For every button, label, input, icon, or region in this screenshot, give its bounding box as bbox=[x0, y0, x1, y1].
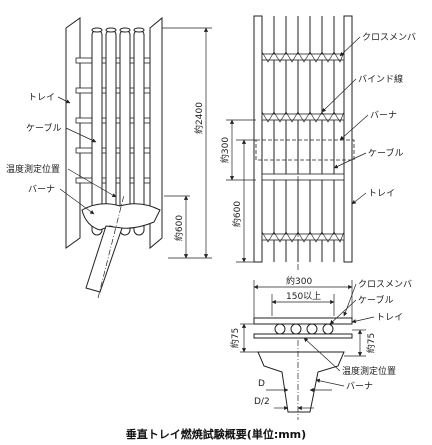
section-label-tray: トレイ bbox=[376, 313, 403, 323]
right-label-crossmember: クロスメンバ bbox=[362, 32, 416, 43]
right-tray-rail-right bbox=[343, 15, 353, 263]
section-dim-d2: D/2 bbox=[254, 397, 270, 407]
figure-caption: 垂直トレイ燃焼試験概要(単位:mm) bbox=[126, 427, 306, 441]
left-tray-rail-right bbox=[149, 16, 163, 250]
right-label-cable: ケーブル bbox=[368, 147, 403, 159]
section-dim-width: 約300 bbox=[286, 275, 312, 287]
section-tray-bottom bbox=[253, 333, 353, 339]
section-cables bbox=[274, 323, 334, 335]
section-label-burner: バーナ bbox=[346, 381, 373, 392]
right-label-binding-wire: バインド線 bbox=[358, 73, 403, 85]
right-burner-outline bbox=[255, 139, 355, 161]
left-label-cable: ケーブル bbox=[26, 122, 61, 134]
section-label-cable: ケーブル bbox=[358, 294, 393, 306]
left-label-tray: トレイ bbox=[28, 93, 55, 103]
right-label-tray: トレイ bbox=[368, 189, 395, 199]
right-figure: クロスメンバ バインド線 バーナ ケーブル トレイ 約300 約600 bbox=[219, 15, 416, 270]
right-binding-wires bbox=[261, 51, 345, 243]
section-label-crossmember: クロスメンバ bbox=[358, 279, 412, 290]
left-cables bbox=[91, 27, 145, 236]
left-tray-rungs bbox=[75, 57, 161, 184]
section-dim-d: D bbox=[258, 379, 265, 389]
left-label-temp-point: 温度測定位置 bbox=[6, 163, 60, 175]
right-cables bbox=[273, 16, 335, 262]
left-burner bbox=[81, 194, 161, 299]
left-tray-rail-left bbox=[65, 17, 81, 249]
left-dim-height: 約2400 bbox=[193, 102, 205, 134]
section-dim-right-75: 約75 bbox=[365, 333, 377, 353]
section-dim-left-75: 約75 bbox=[229, 328, 241, 348]
right-dim-300: 約300 bbox=[219, 137, 231, 163]
section-tray-top bbox=[253, 317, 353, 325]
left-dim-burner-height: 約600 bbox=[173, 215, 185, 241]
left-label-burner: バーナ bbox=[28, 184, 55, 195]
section-label-temp-point: 温度測定位置 bbox=[342, 365, 396, 377]
left-figure: トレイ ケーブル 温度測定位置 バーナ 約2400 約600 bbox=[6, 16, 212, 299]
section-figure: 約300 150以上 クロスメンバ ケーブル トレイ 約75 bbox=[229, 275, 412, 420]
section-burner bbox=[257, 351, 345, 413]
right-tray-rail-left bbox=[253, 15, 263, 263]
right-dim-600: 約600 bbox=[231, 201, 243, 227]
section-dim-cable-span: 150以上 bbox=[286, 291, 321, 302]
right-label-burner: バーナ bbox=[370, 110, 397, 121]
